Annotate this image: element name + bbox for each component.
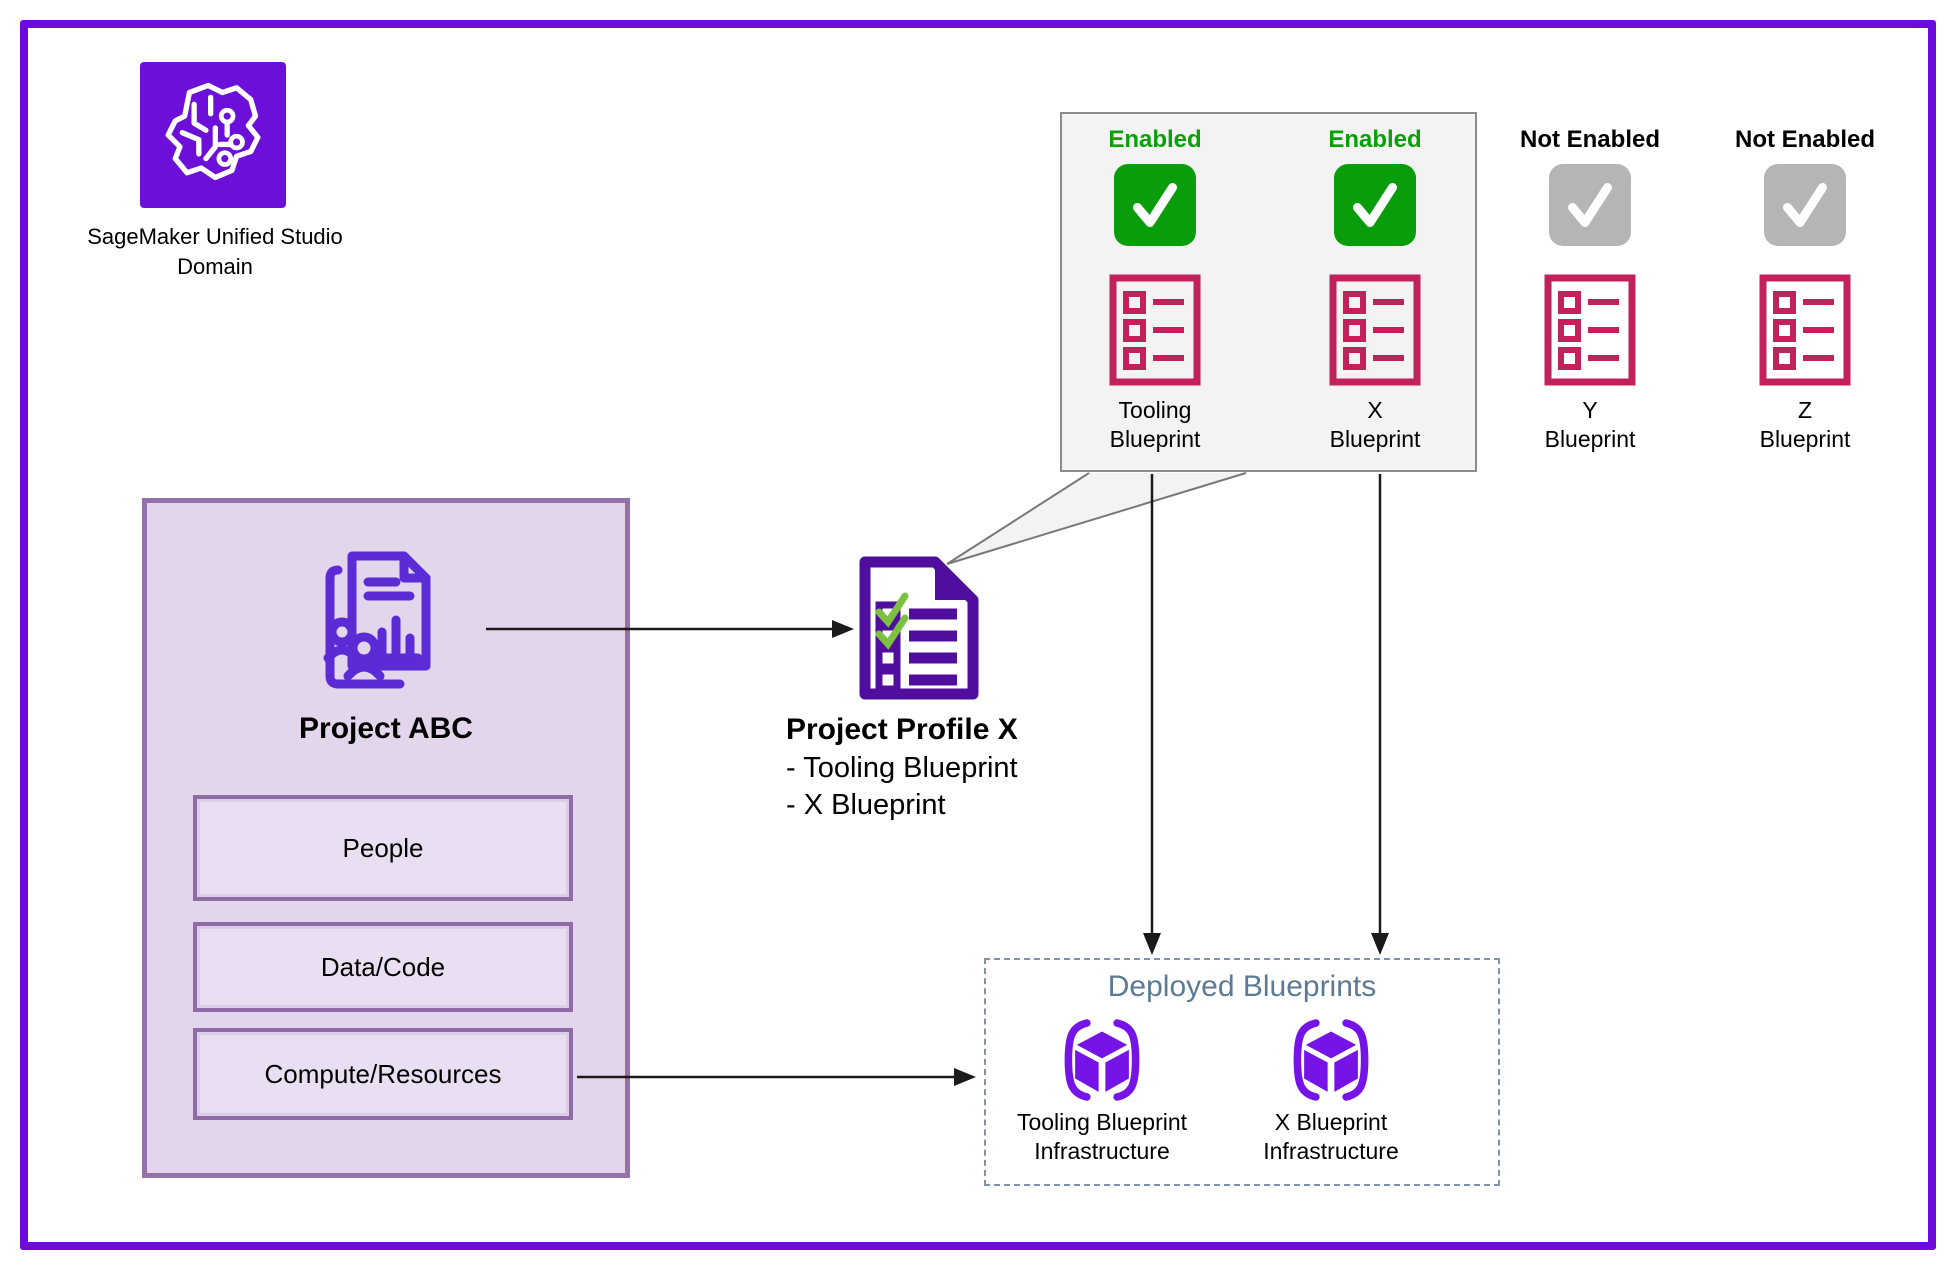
blueprint-name-line2: Blueprint xyxy=(1544,426,1636,452)
project-profile-text: Project Profile X - Tooling Blueprint - … xyxy=(786,710,1126,824)
domain-label-line1: SageMaker Unified Studio xyxy=(87,224,343,249)
blueprint-name-line2: Blueprint xyxy=(1109,426,1201,452)
status-label: Enabled xyxy=(1108,126,1202,153)
brain-circuit-icon xyxy=(165,82,261,181)
domain-label-line2: Domain xyxy=(177,254,253,279)
project-profile-item: - Tooling Blueprint xyxy=(786,752,1018,784)
status-label: Not Enabled xyxy=(1519,126,1660,153)
blueprint-name-line1: Y xyxy=(1582,397,1598,423)
blueprint-checklist-icon xyxy=(1759,274,1851,386)
status-label: Not Enabled xyxy=(1734,126,1875,153)
project-profile-title: Project Profile X xyxy=(786,713,1018,746)
blueprint-checklist-icon xyxy=(1109,274,1201,386)
deployed-label-line1: X Blueprint xyxy=(1274,1109,1388,1135)
data-code-box: Data/Code xyxy=(193,922,573,1012)
compute-resources-box: Compute/Resources xyxy=(193,1028,573,1120)
project-profile-document-icon xyxy=(859,556,979,700)
blueprint-name-line2: Blueprint xyxy=(1329,426,1421,452)
status-label: Enabled xyxy=(1328,126,1422,153)
deployed-label-line1: Tooling Blueprint xyxy=(1016,1109,1188,1135)
cube-bracket-icon xyxy=(1293,1019,1369,1101)
domain-label: SageMaker Unified Studio Domain xyxy=(30,222,400,282)
deployed-label-line2: Infrastructure xyxy=(1034,1138,1170,1164)
deployed-label-line2: Infrastructure xyxy=(1263,1138,1399,1164)
project-documents-icon xyxy=(323,551,431,689)
blueprint-name: Z Blueprint xyxy=(1760,396,1851,454)
blueprint-checklist-icon xyxy=(1544,274,1636,386)
deployed-item-label: Tooling Blueprint Infrastructure xyxy=(1017,1108,1187,1166)
blueprint-checklist-icon xyxy=(1329,274,1421,386)
blueprint-column-x: Enabled X Blueprint xyxy=(1290,126,1460,454)
deployed-blueprints-box xyxy=(984,958,1500,1186)
project-abc-title: Project ABC xyxy=(299,712,473,745)
disabled-checkbox-icon xyxy=(1549,164,1631,246)
blueprint-column-z: Not Enabled Z Blueprint xyxy=(1720,126,1890,454)
deployed-item-x: X Blueprint Infrastructure xyxy=(1216,1018,1446,1166)
outer-frame xyxy=(20,20,1936,1250)
project-profile-item: - X Blueprint xyxy=(786,789,946,821)
blueprint-name-line1: X xyxy=(1367,397,1383,423)
enabled-checkbox-icon xyxy=(1334,164,1416,246)
blueprint-name-line2: Blueprint xyxy=(1759,426,1851,452)
blueprint-name: X Blueprint xyxy=(1330,396,1421,454)
disabled-checkbox-icon xyxy=(1764,164,1846,246)
blueprint-column-tooling: Enabled Tooling Blueprint xyxy=(1070,126,1240,454)
blueprint-name: Tooling Blueprint xyxy=(1110,396,1201,454)
enabled-checkbox-icon xyxy=(1114,164,1196,246)
deployed-blueprints-title: Deployed Blueprints xyxy=(1107,970,1377,1003)
blueprint-name-line1: Tooling xyxy=(1118,397,1192,423)
deployed-item-label: X Blueprint Infrastructure xyxy=(1263,1108,1399,1166)
cube-bracket-icon xyxy=(1064,1019,1140,1101)
blueprint-column-y: Not Enabled Y Blueprint xyxy=(1505,126,1675,454)
people-box: People xyxy=(193,795,573,901)
blueprint-name: Y Blueprint xyxy=(1545,396,1636,454)
sagemaker-logo xyxy=(140,62,286,208)
blueprint-name-line1: Z xyxy=(1797,397,1813,423)
deployed-item-tooling: Tooling Blueprint Infrastructure xyxy=(987,1018,1217,1166)
